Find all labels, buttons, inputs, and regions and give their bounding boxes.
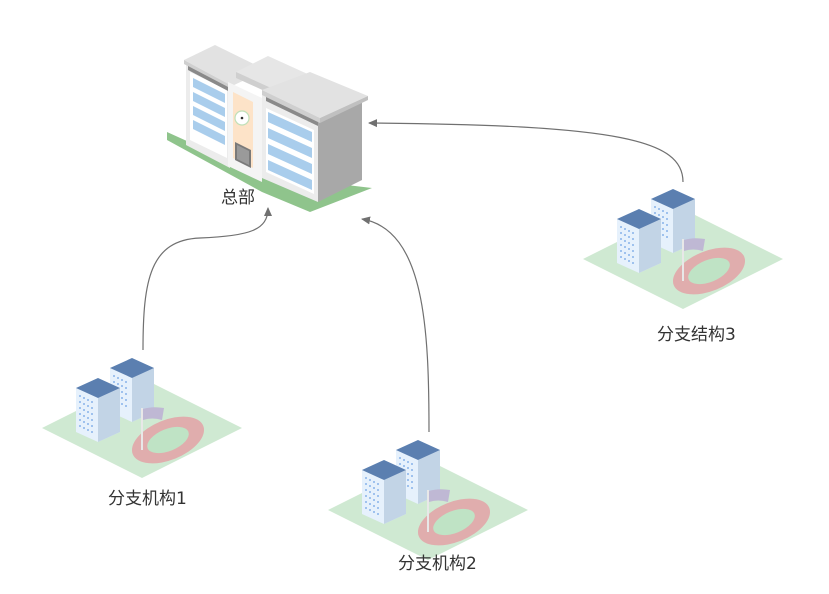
connector-branch3-to-hq	[368, 119, 684, 183]
hq-label: 总部	[221, 188, 255, 208]
branch2-campus-icon[interactable]	[328, 440, 528, 560]
branch2-label: 分支机构2	[398, 554, 477, 574]
branch1-label: 分支机构1	[108, 489, 187, 509]
branch3-campus-icon[interactable]	[583, 189, 783, 309]
connector-branch1-to-hq	[142, 207, 272, 351]
headquarters-building-icon[interactable]	[167, 45, 372, 212]
connector-branch2-to-hq	[361, 216, 430, 433]
branch1-campus-icon[interactable]	[42, 358, 242, 478]
branch3-label: 分支结构3	[657, 325, 736, 345]
